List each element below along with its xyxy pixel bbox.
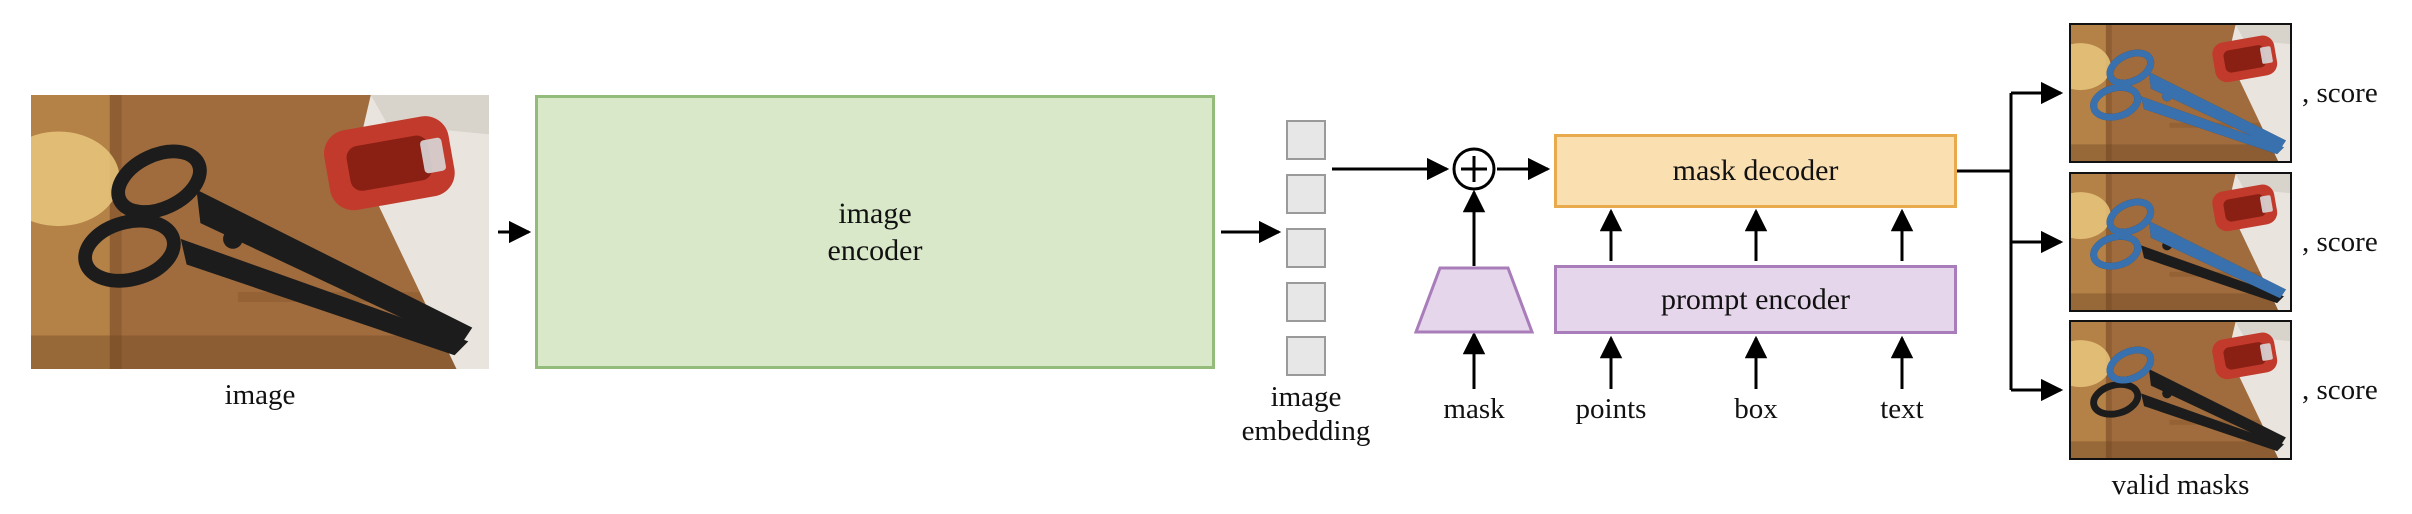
mask-decoder-label: mask decoder [1672, 154, 1839, 188]
prompt-input-box-label: box [1734, 393, 1778, 425]
valid-masks-caption: valid masks [2111, 469, 2250, 501]
image-encoder-label: image encoder [827, 196, 923, 268]
embedding-token [1286, 120, 1326, 160]
prompt-input-points-label: points [1575, 393, 1647, 425]
valid-mask-thumbnail-2 [2069, 172, 2292, 312]
valid-mask-thumbnail-3 [2069, 320, 2292, 460]
mask-thumbnail-graphic-whole-scissors [2071, 25, 2290, 161]
embedding-token [1286, 174, 1326, 214]
embedding-token [1286, 228, 1326, 268]
embedding-token [1286, 282, 1326, 322]
valid-mask-thumbnail-1 [2069, 23, 2292, 163]
sum-node-icon [1452, 147, 1496, 191]
mask-prompt-label: mask [1443, 393, 1505, 425]
embedding-token [1286, 336, 1326, 376]
input-photo-scissors [31, 95, 489, 369]
score-label-2: , score [2302, 226, 2378, 258]
mask-decoder-box: mask decoder [1554, 134, 1957, 208]
conv-label: conv [1446, 285, 1502, 316]
score-label-3: , score [2302, 374, 2378, 406]
mask-thumbnail-graphic-upper-handle [2071, 322, 2290, 458]
prompt-input-text-label: text [1880, 393, 1924, 425]
scissors-photo-graphic [31, 95, 489, 369]
mask-thumbnail-graphic-handles-blade [2071, 174, 2290, 310]
score-label-1: , score [2302, 77, 2378, 109]
prompt-encoder-label: prompt encoder [1660, 282, 1851, 316]
input-image-caption: image [224, 379, 296, 411]
prompt-encoder-box: prompt encoder [1554, 265, 1957, 334]
image-encoder-box: image encoder [535, 95, 1215, 369]
image-embedding-caption: image embedding [1241, 381, 1371, 448]
